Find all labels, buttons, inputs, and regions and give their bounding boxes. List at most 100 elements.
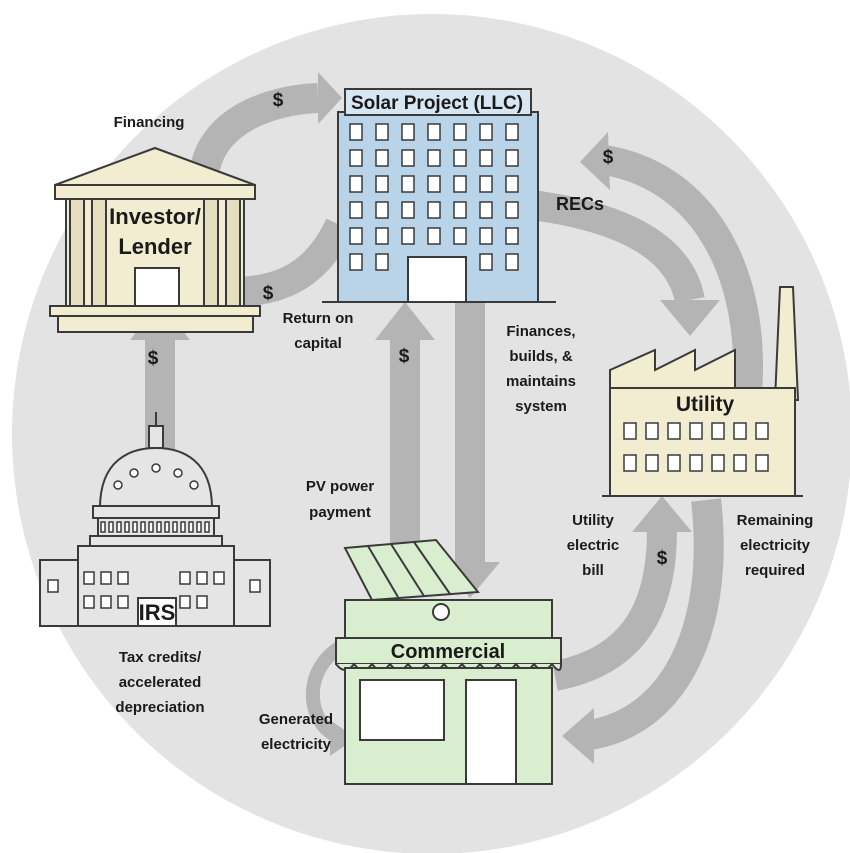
financing-arrowhead <box>318 72 342 124</box>
recs-label: RECs <box>556 194 604 214</box>
pv-payment-label-line2: payment <box>309 504 371 521</box>
recs-arrow <box>530 190 705 304</box>
window <box>453 227 467 245</box>
return-label-line2: capital <box>294 335 342 352</box>
window <box>711 422 725 440</box>
remaining-label-line3: required <box>745 562 805 579</box>
window <box>453 123 467 141</box>
window <box>427 149 441 167</box>
window <box>375 201 389 219</box>
solar-project-windows <box>349 123 519 271</box>
window <box>83 595 95 609</box>
window <box>645 454 659 472</box>
window <box>375 123 389 141</box>
remaining-arrow <box>586 498 724 750</box>
window <box>196 571 208 585</box>
window <box>733 422 747 440</box>
money-symbol-return: $ <box>263 283 274 304</box>
colonnade <box>164 521 170 533</box>
remaining-label-line2: electricity <box>740 537 811 554</box>
money-symbol-utility: $ <box>603 147 614 168</box>
window <box>117 595 129 609</box>
dome-window <box>129 468 139 478</box>
tax-label-line3: depreciation <box>115 699 204 716</box>
window <box>453 201 467 219</box>
window <box>179 595 191 609</box>
colonnade <box>148 521 154 533</box>
window <box>349 227 363 245</box>
return-arrow <box>237 218 354 307</box>
window <box>349 175 363 193</box>
finances-label-line4: system <box>515 398 567 415</box>
dome-window <box>113 480 123 490</box>
colonnade <box>188 521 194 533</box>
window <box>479 253 493 271</box>
window <box>667 454 681 472</box>
investor-title-line1: Investor/ <box>109 204 201 229</box>
window <box>733 454 747 472</box>
finances-label-line2: builds, & <box>509 348 573 365</box>
colonnade <box>204 521 210 533</box>
window <box>479 175 493 193</box>
window <box>100 595 112 609</box>
window <box>401 227 415 245</box>
window <box>623 422 637 440</box>
bill-arrowhead <box>632 496 692 532</box>
colonnade <box>116 521 122 533</box>
bill-label-line1: Utility <box>572 512 614 529</box>
window <box>375 253 389 271</box>
utility-payment-arrow <box>602 145 763 413</box>
window <box>349 149 363 167</box>
remaining-label-line1: Remaining <box>737 512 814 529</box>
window <box>196 595 208 609</box>
investor-building <box>49 146 261 333</box>
window <box>83 571 95 585</box>
window <box>349 123 363 141</box>
bill-label-line2: electric <box>567 537 620 554</box>
utility-title: Utility <box>676 393 735 416</box>
colonnade <box>108 521 114 533</box>
finances-label-line3: maintains <box>506 373 576 390</box>
dome-window <box>173 468 183 478</box>
window <box>47 579 59 593</box>
generated-arrowhead <box>330 720 356 756</box>
bill-label-line3: bill <box>582 562 604 579</box>
money-symbol-financing: $ <box>273 90 284 111</box>
irs-building <box>39 412 271 627</box>
window <box>427 201 441 219</box>
window <box>401 123 415 141</box>
window <box>479 201 493 219</box>
window <box>401 201 415 219</box>
window <box>117 571 129 585</box>
window <box>505 253 519 271</box>
commercial-building <box>335 538 562 785</box>
window <box>401 149 415 167</box>
window <box>349 201 363 219</box>
utility-windows <box>623 422 769 472</box>
return-label-line1: Return on <box>283 310 354 327</box>
colonnade <box>180 521 186 533</box>
bill-arrow <box>551 529 677 691</box>
colonnade <box>100 521 106 533</box>
window <box>427 227 441 245</box>
window <box>755 454 769 472</box>
window <box>427 175 441 193</box>
window <box>505 123 519 141</box>
generated-label-line2: electricity <box>261 736 332 753</box>
window <box>479 149 493 167</box>
pv-payment-arrowhead <box>375 302 435 340</box>
window <box>505 227 519 245</box>
colonnade <box>196 521 202 533</box>
financing-label: Financing <box>114 114 185 131</box>
window <box>711 454 725 472</box>
window <box>100 571 112 585</box>
window <box>453 175 467 193</box>
window <box>755 422 769 440</box>
window <box>375 175 389 193</box>
window <box>213 571 225 585</box>
money-symbol-bill: $ <box>657 548 668 569</box>
window <box>505 201 519 219</box>
money-symbol-irs: $ <box>148 348 159 369</box>
window <box>505 175 519 193</box>
pv-payment-label-line1: PV power <box>306 478 375 495</box>
